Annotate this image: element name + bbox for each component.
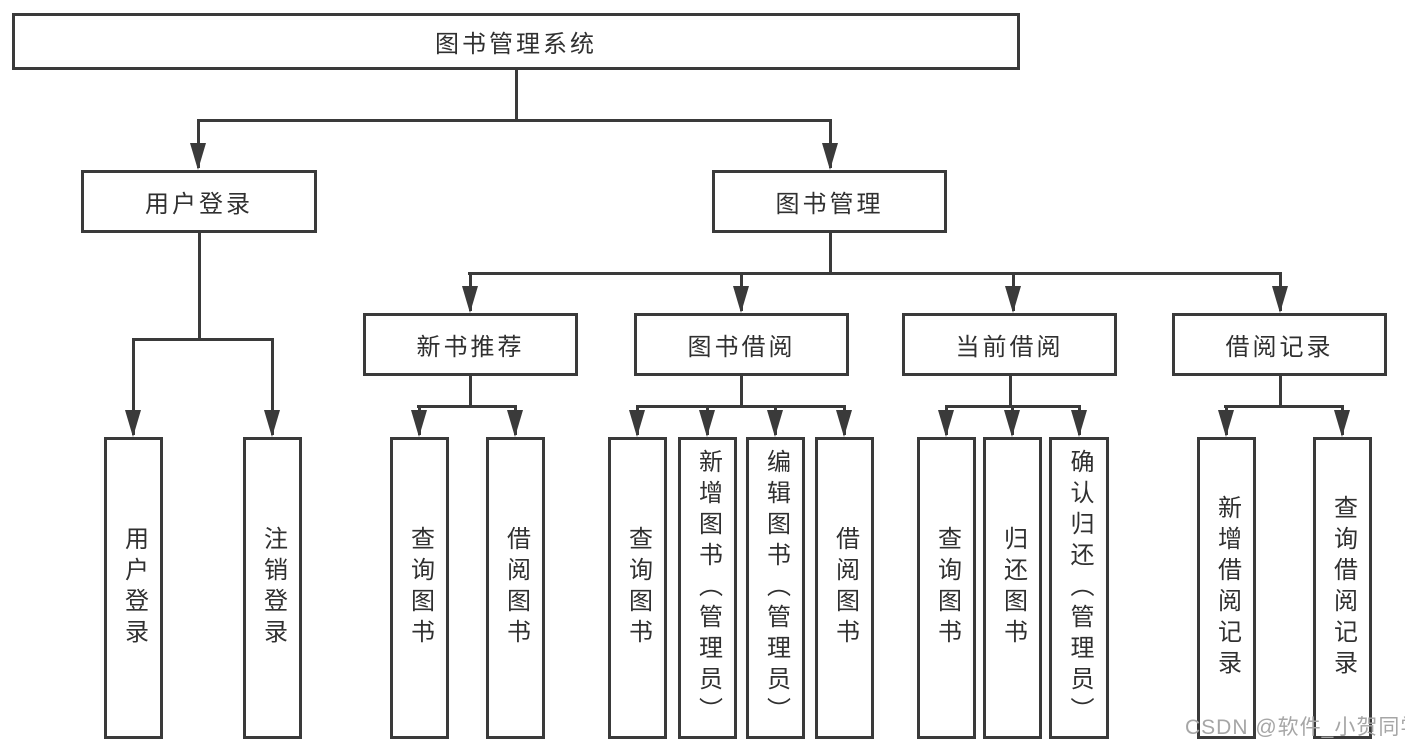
arrow-down-icon: [938, 410, 954, 437]
arrow-down-icon: [822, 143, 838, 170]
connector-arrow-shaft: [131, 338, 135, 435]
connector-records-stem: [1278, 376, 1282, 405]
leaf-query-books-recommend-label: 查询图书: [406, 526, 434, 650]
arrow-down-icon: [699, 410, 715, 437]
leaf-add-borrow-record-label: 新增借阅记录: [1213, 495, 1241, 681]
leaf-query-borrow-record-label: 查询借阅记录: [1329, 495, 1357, 681]
leaf-borrow-books-recommend-label: 借阅图书: [502, 526, 530, 650]
arrow-down-icon: [836, 410, 852, 437]
node-book-management: 图书管理: [712, 170, 947, 233]
leaf-query-books-recommend: 查询图书: [390, 437, 449, 739]
leaf-add-book-admin-label: 新增图书（管理员）: [694, 448, 722, 728]
leaf-logout-label: 注销登录: [259, 526, 287, 650]
arrow-down-icon: [1334, 410, 1350, 437]
node-root-system: 图书管理系统: [12, 13, 1020, 70]
node-user-login: 用户登录: [81, 170, 317, 233]
leaf-query-books-borrow-label: 查询图书: [624, 526, 652, 650]
arrow-down-icon: [507, 410, 523, 437]
leaf-query-books-borrow: 查询图书: [608, 437, 667, 739]
leaf-add-borrow-record: 新增借阅记录: [1197, 437, 1256, 739]
connector-root-rail: [197, 119, 831, 122]
leaf-edit-book-admin-label: 编辑图书（管理员）: [762, 448, 790, 728]
leaf-return-book: 归还图书: [983, 437, 1042, 739]
watermark: CSDN @软件_小贺同学: [1185, 716, 1405, 739]
connector-bookmgmt-stem: [828, 233, 832, 272]
arrow-down-icon: [1071, 410, 1087, 437]
arrow-down-icon: [264, 410, 280, 437]
arrow-down-icon: [1004, 410, 1020, 437]
connector-recommend-stem: [468, 376, 472, 405]
leaf-user-login: 用户登录: [104, 437, 163, 739]
arrow-down-icon: [629, 410, 645, 437]
leaf-edit-book-admin: 编辑图书（管理员）: [746, 437, 805, 739]
connector-borrowsec-rail: [636, 405, 846, 408]
connector-recommend-rail: [417, 405, 517, 408]
connector-userlogin-rail: [132, 338, 274, 341]
arrow-down-icon: [462, 286, 478, 313]
leaf-return-book-label: 归还图书: [999, 526, 1027, 650]
leaf-query-books-current: 查询图书: [917, 437, 976, 739]
leaf-confirm-return-admin: 确认归还（管理员）: [1049, 437, 1109, 739]
connector-userlogin-stem: [197, 233, 201, 338]
arrow-down-icon: [767, 410, 783, 437]
node-book-borrow: 图书借阅: [634, 313, 849, 376]
leaf-logout: 注销登录: [243, 437, 302, 739]
leaf-borrow-books-label: 借阅图书: [831, 526, 859, 650]
arrow-down-icon: [1005, 286, 1021, 313]
leaf-query-books-current-label: 查询图书: [933, 526, 961, 650]
connector-current-stem: [1008, 376, 1012, 405]
connector-root-stem: [515, 70, 518, 119]
node-borrow-records: 借阅记录: [1172, 313, 1387, 376]
leaf-borrow-books: 借阅图书: [815, 437, 874, 739]
node-new-book-recommend: 新书推荐: [363, 313, 578, 376]
connector-borrowsec-stem: [739, 376, 743, 405]
arrow-down-icon: [411, 410, 427, 437]
leaf-add-book-admin: 新增图书（管理员）: [678, 437, 737, 739]
arrow-down-icon: [1272, 286, 1288, 313]
arrow-down-icon: [190, 143, 206, 170]
connector-bookmgmt-rail: [468, 272, 1282, 275]
connector-arrow-shaft: [271, 338, 274, 435]
arrow-down-icon: [733, 286, 749, 313]
leaf-confirm-return-admin-label: 确认归还（管理员）: [1066, 448, 1093, 728]
arrow-down-icon: [125, 410, 141, 437]
connector-records-rail: [1224, 405, 1344, 408]
leaf-borrow-books-recommend: 借阅图书: [486, 437, 545, 739]
leaf-user-login-label: 用户登录: [120, 526, 148, 650]
node-current-borrow: 当前借阅: [902, 313, 1117, 376]
arrow-down-icon: [1218, 410, 1234, 437]
leaf-query-borrow-record: 查询借阅记录: [1313, 437, 1372, 739]
